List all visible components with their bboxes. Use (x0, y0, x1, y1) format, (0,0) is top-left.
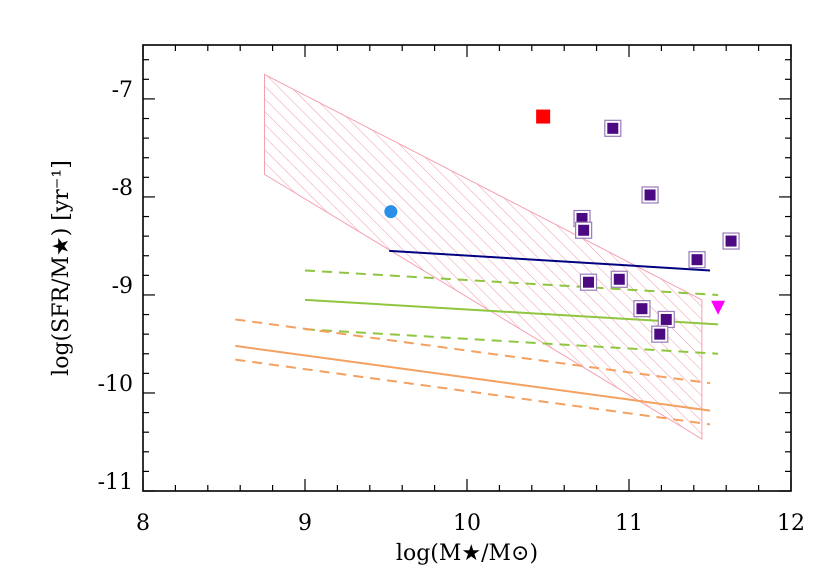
data-point-0 (536, 109, 551, 124)
data-point-3 (604, 119, 622, 137)
data-point-4 (641, 186, 659, 204)
axis-ticks (142, 45, 792, 492)
data-point-8 (688, 251, 706, 269)
x-tick-label-4: 12 (777, 511, 805, 536)
data-point-11 (633, 300, 651, 318)
series-line-6 (235, 358, 711, 426)
y-tick-label-4: -7 (112, 78, 133, 103)
y-tick-label-0: -11 (98, 470, 133, 495)
data-point-6 (575, 221, 593, 239)
data-point-10 (579, 273, 598, 291)
data-point-7 (722, 232, 740, 250)
data-point-1 (384, 205, 398, 219)
y-tick-label-2: -9 (112, 274, 133, 299)
series-line-1 (304, 269, 719, 296)
series-line-3 (304, 328, 719, 355)
x-tick-label-1: 9 (298, 511, 312, 536)
series-line-5 (235, 344, 711, 412)
x-tick-label-3: 11 (615, 511, 643, 536)
series-line-0 (389, 249, 711, 272)
data-point-9 (610, 270, 628, 288)
y-tick-label-3: -8 (112, 176, 133, 201)
x-tick-label-2: 10 (453, 511, 481, 536)
data-point-12 (657, 310, 675, 329)
y-axis-label: log(SFR/M★) [yr⁻¹] (49, 160, 74, 376)
plot-area (235, 73, 740, 440)
data-point-13 (651, 325, 669, 343)
x-axis-label: log(M★/M⊙) (396, 541, 538, 566)
data-point-2 (711, 300, 726, 315)
y-tick-label-1: -10 (98, 372, 133, 397)
series-line-4 (235, 318, 711, 385)
x-tick-label-0: 8 (136, 511, 150, 536)
series-line-2 (304, 298, 719, 326)
